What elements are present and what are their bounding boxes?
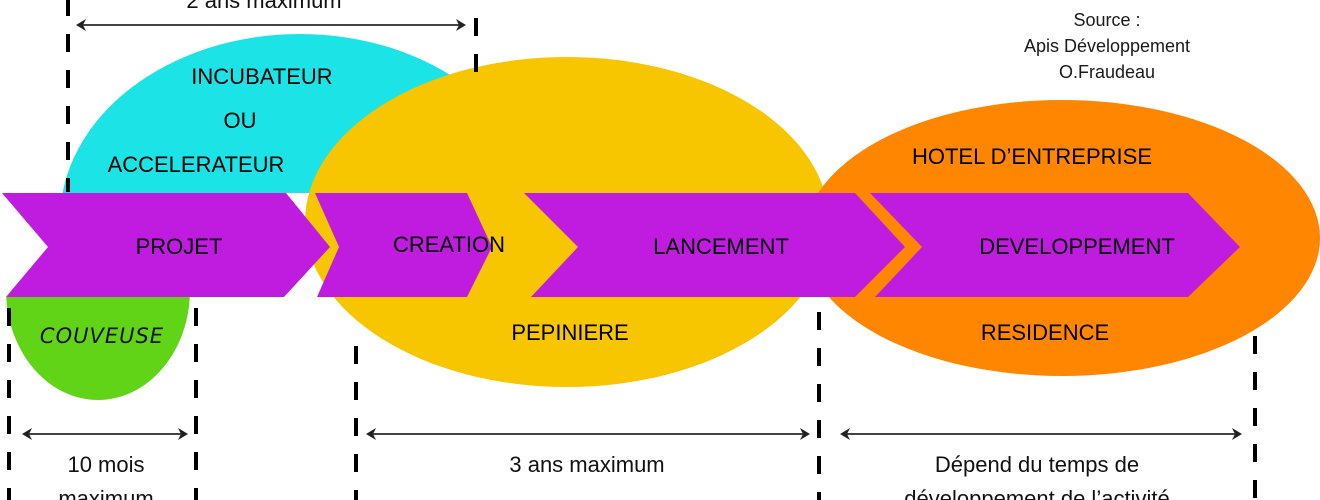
phase-arrow-developpement [870,193,1240,297]
phase-label-creation: CREATION [393,232,505,257]
phase-label-projet: PROJET [136,234,223,259]
pepiniere-label: PEPINIERE [511,320,628,345]
duration-label-couveuse-line2: maximum [58,486,153,500]
phase-label-lancement: LANCEMENT [653,234,789,259]
couveuse-label: COUVEUSE [40,324,164,348]
duration-arrow-pepiniere [366,428,810,440]
phase-label-developpement: DEVELOPPEMENT [979,234,1175,259]
incubateur-label-line2: OU [224,108,257,133]
phase-arrow-lancement [524,193,905,297]
hotel-label-top: HOTEL D’ENTREPRISE [912,144,1152,169]
duration-arrow-hotel [840,428,1242,440]
duration-arrow-couveuse [22,428,188,440]
duration-label-incubateur: 2 ans maximum [186,0,341,13]
incubateur-label-line1: INCUBATEUR [191,64,332,89]
source-author-name: O.Fraudeau [1059,62,1155,82]
phase-arrow-creation [315,193,492,297]
source-author-org: Apis Développement [1024,36,1190,56]
phase-arrow-projet [2,193,330,297]
incubateur-label-line3: ACCELERATEUR [108,152,285,177]
hotel-label-bottom: RESIDENCE [981,320,1109,345]
couveuse-shape [6,297,190,400]
source-label: Source : [1073,10,1140,30]
duration-label-pepiniere: 3 ans maximum [509,452,664,477]
duration-label-hotel-line2: développement de l’activité [904,486,1169,500]
duration-label-couveuse-line1: 10 mois [67,452,144,477]
duration-arrow-incubateur [76,19,466,31]
duration-label-hotel-line1: Dépend du temps de [935,452,1139,477]
